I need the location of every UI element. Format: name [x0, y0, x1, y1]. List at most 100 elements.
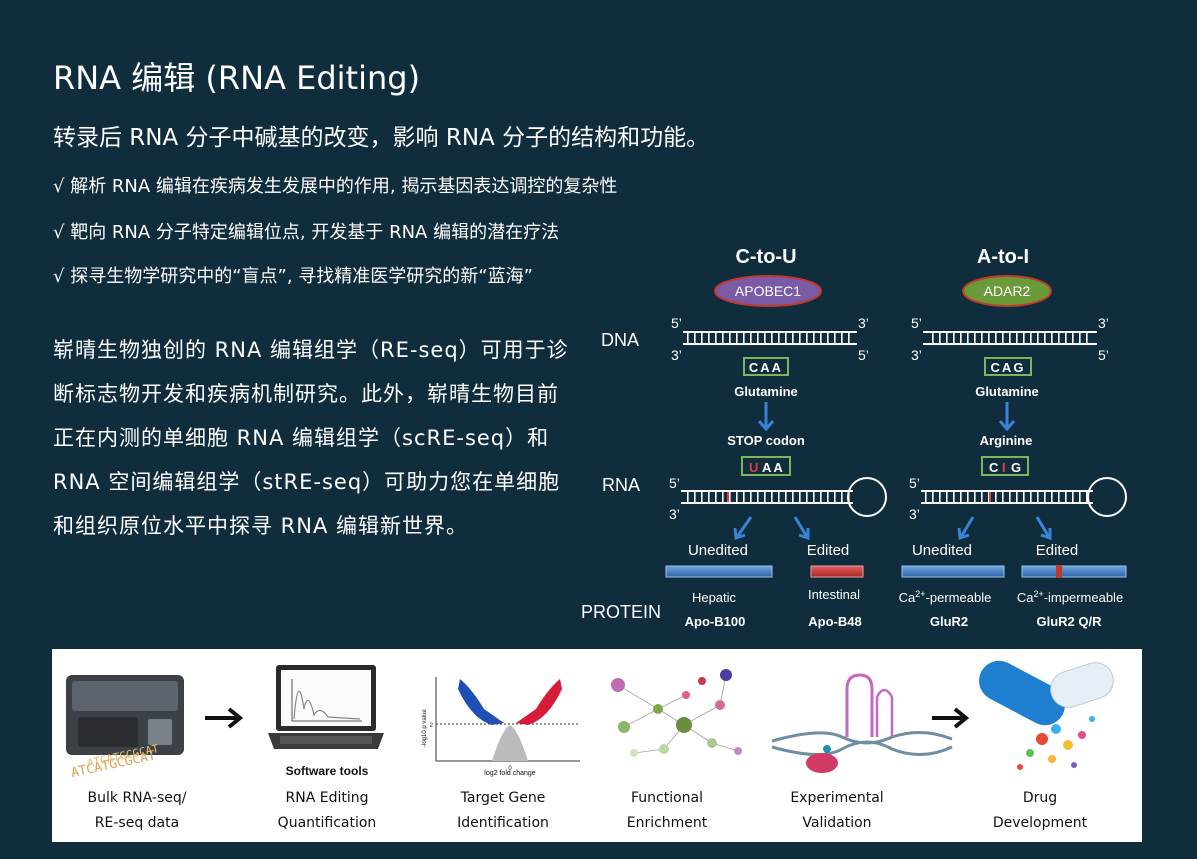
c-to-u-panel: C-to-U APOBEC1 5’ 3’ 3’ 5’ CAA Glutamine… [665, 246, 887, 629]
dna-codon-box [984, 357, 1032, 376]
rna-codon-rest: G [1011, 460, 1021, 475]
prime-label: 5’ [909, 475, 920, 491]
bullet-item: √ 解析 RNA 编辑在疾病发生发展中的作用, 揭示基因表达调控的复杂性 [53, 176, 618, 197]
edited-label: Edited [1036, 542, 1079, 559]
volcano-ylabel: -log10 p value [422, 709, 428, 747]
edited-base: I [1002, 460, 1006, 475]
prime-label: 3’ [858, 315, 869, 331]
arrow-down-icon [757, 402, 775, 432]
volcano-plot-icon: -log10 p value 2 0 log2 fold change [422, 677, 580, 777]
protein-bar [901, 565, 1005, 578]
protein-name-label: GluR2 Q/R [1036, 614, 1102, 629]
sequencer-icon: ATCATGCGCAT ATCATGCGCAT [66, 675, 184, 781]
rna-codon-first: C [989, 460, 999, 475]
protein-bar-truncated [810, 565, 864, 578]
protein-bar-full [665, 565, 773, 578]
workflow-step-label: Experimental Validation [752, 786, 922, 836]
arrow-down-right-icon [793, 516, 810, 541]
unedited-label: Unedited [912, 542, 972, 559]
prime-label: 3’ [669, 506, 680, 522]
workflow-step-label: Bulk RNA-seq/ RE-seq data [52, 786, 222, 836]
workflow-step-line1: Functional [630, 790, 704, 806]
workflow-step-label: Functional Enrichment [582, 786, 752, 836]
laptop-icon [268, 665, 384, 749]
arrow-down-right-icon [1035, 516, 1052, 541]
dna-double-strand [683, 331, 857, 345]
workflow-step-line2: Enrichment [626, 815, 708, 831]
volcano-y-tick: 2 [430, 723, 434, 729]
prime-label: 5’ [1098, 347, 1109, 363]
workflow-step-line1: RNA Editing [285, 790, 369, 806]
workflow-step-line2: Identification [457, 815, 549, 831]
prime-label: 5’ [671, 315, 682, 331]
workflow-step-line2: Quantification [277, 815, 377, 831]
protein-bar [1021, 565, 1127, 578]
edited-base: U [749, 460, 758, 475]
amino-acid-label: Glutamine [734, 384, 798, 399]
prime-label: 3’ [911, 347, 922, 363]
amino-acid-label: STOP codon [727, 433, 805, 448]
prime-label: 5’ [911, 315, 922, 331]
amino-acid-label: Glutamine [975, 384, 1039, 399]
rna-hairpin [921, 477, 1127, 517]
rna-codon-box [981, 456, 1029, 476]
prime-label: 3’ [909, 506, 920, 522]
workflow-step-label: Drug Development [955, 786, 1125, 836]
capsule-icon [979, 660, 1114, 770]
arrow-down-left-icon [733, 516, 753, 541]
unedited-label: Unedited [688, 542, 748, 559]
protein-row-label: PROTEIN [581, 602, 661, 622]
dna-codon: CAA [749, 360, 783, 375]
apobec1-label: APOBEC1 [735, 283, 801, 299]
workflow-step-label: Target Gene Identification [418, 786, 588, 836]
protein-origin-label: Intestinal [808, 587, 860, 602]
prime-label: 3’ [671, 347, 682, 363]
workflow-step-line2: RE-seq data [94, 815, 180, 831]
dna-double-strand [923, 331, 1097, 345]
dna-codon: CAG [991, 360, 1026, 375]
workflow-step-line2: Validation [802, 815, 872, 831]
adar2-label: ADAR2 [984, 283, 1031, 299]
workflow-step-line1: Experimental [790, 790, 884, 806]
edited-label: Edited [807, 542, 850, 559]
arrow-down-icon [998, 402, 1016, 432]
amino-acid-label: Arginine [980, 433, 1033, 448]
c-to-u-title: C-to-U [735, 246, 796, 268]
prime-label: 5’ [669, 475, 680, 491]
protein-property-label: Ca2+-impermeable [1017, 589, 1123, 605]
rna-codon-box [741, 456, 791, 476]
rna-codon-rest: AA [762, 460, 785, 475]
rna-structure-icon [771, 673, 953, 773]
workflow-step-line2: Development [992, 815, 1088, 831]
workflow-step-line1: Bulk RNA-seq/ [87, 790, 187, 806]
protein-name-label: GluR2 [930, 614, 968, 629]
workflow-panel: ATCATGCGCAT ATCATGCGCAT Software tools -… [52, 649, 1142, 842]
volcano-x-tick: 0 [508, 766, 512, 772]
arrow-down-left-icon [957, 516, 975, 541]
workflow-illustrations: ATCATGCGCAT ATCATGCGCAT Software tools -… [66, 660, 1114, 781]
page-title: RNA 编辑 (RNA Editing) [53, 59, 421, 97]
arrow-right-icon [932, 707, 970, 729]
workflow-step-label: RNA Editing Quantification [242, 786, 412, 836]
rna-hairpin [681, 477, 887, 517]
edited-site-marker [1056, 565, 1062, 578]
workflow-step-line1: Drug [1022, 790, 1058, 806]
protein-origin-label: Hepatic [692, 590, 737, 605]
bullet-item: √ 靶向 RNA 分子特定编辑位点, 开发基于 RNA 编辑的潜在疗法 [53, 222, 560, 243]
page-subtitle: 转录后 RNA 分子中碱基的改变，影响 RNA 分子的结构和功能。 [53, 125, 710, 151]
rna-row-label: RNA [602, 475, 640, 495]
protein-property-label: Ca2+-permeable [899, 589, 992, 605]
dna-codon-box [743, 357, 789, 376]
volcano-xlabel: log2 fold change [484, 770, 535, 777]
adar2-enzyme-shape [962, 275, 1052, 307]
bullet-item: √ 探寻生物学研究中的“盲点”, 寻找精准医学研究的新“蓝海” [53, 266, 533, 287]
workflow-step-line1: Target Gene [460, 790, 546, 806]
rna-editing-diagram: DNA RNA PROTEIN C-to-U APOBEC1 5’ 3’ 3’ … [581, 246, 1127, 629]
apobec1-enzyme-shape [714, 275, 822, 307]
network-icon [611, 669, 742, 757]
prime-label: 3’ [1098, 315, 1109, 331]
protein-name-label: Apo-B100 [685, 614, 746, 629]
dna-row-label: DNA [601, 330, 639, 350]
software-tools-caption: Software tools [286, 764, 369, 778]
a-to-i-title: A-to-I [977, 246, 1029, 268]
